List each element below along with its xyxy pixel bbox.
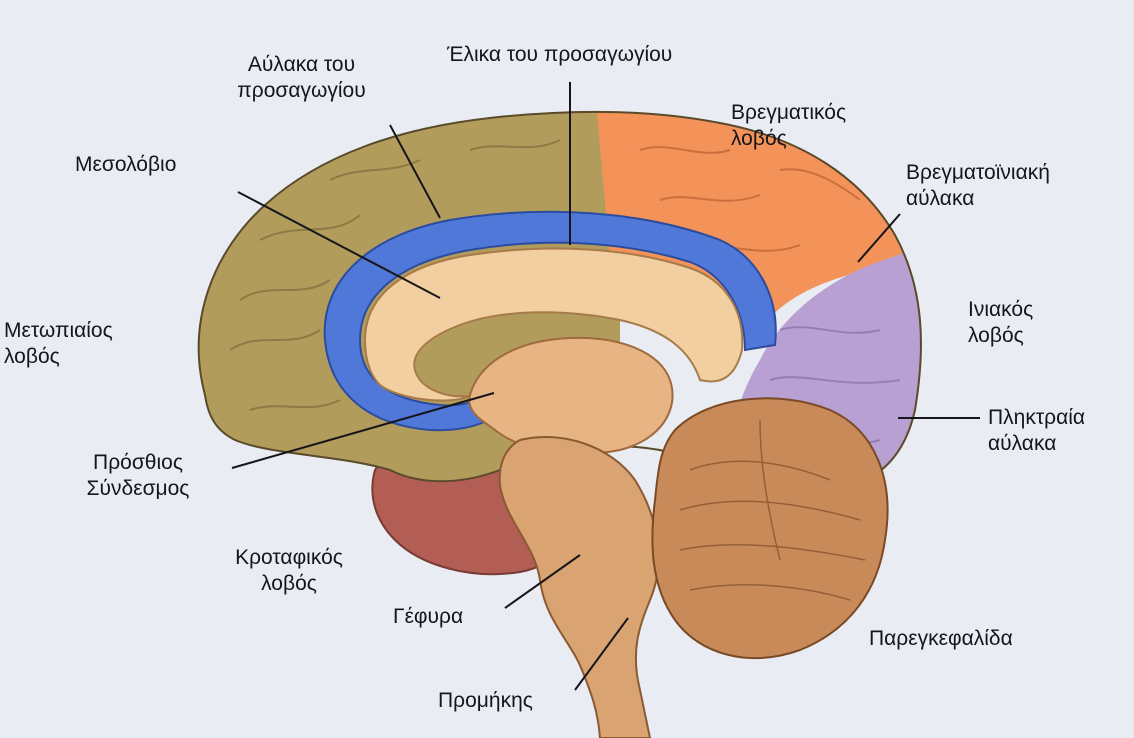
label-temporal-lobe-line2: λοβός [199, 571, 379, 597]
label-cingulate-sulcus-line2: προσαγωγίου [214, 78, 389, 104]
label-anterior-commissure-line1: Πρόσθιος [53, 450, 223, 476]
cerebellum-shape [652, 398, 887, 658]
label-frontal-lobe: Μετωπιαίος λοβός [4, 318, 113, 370]
label-frontal-lobe-line1: Μετωπιαίος [4, 318, 113, 344]
label-occipital-lobe-line1: Ινιακός [968, 297, 1033, 323]
label-occipital-lobe-line2: λοβός [968, 323, 1033, 349]
label-frontal-lobe-line2: λοβός [4, 344, 113, 370]
label-occipital-lobe: Ινιακός λοβός [968, 297, 1033, 349]
label-calcarine-line1: Πληκτραία [988, 405, 1085, 431]
label-cingulate-sulcus: Αύλακα του προσαγωγίου [214, 52, 389, 104]
label-parieto-occipital-line1: Βρεγματοϊνιακή [906, 160, 1050, 186]
label-parieto-occipital-sulcus: Βρεγματοϊνιακή αύλακα [906, 160, 1050, 212]
label-corpus-callosum: Μεσολόβιο [75, 152, 176, 178]
label-parietal-lobe-line2: λοβός [731, 126, 846, 152]
label-temporal-lobe-line1: Κροταφικός [199, 545, 379, 571]
label-parietal-lobe-line1: Βρεγματικός [731, 100, 846, 126]
label-cingulate-sulcus-line1: Αύλακα του [214, 52, 389, 78]
label-cingulate-gyrus: Έλικα του προσαγωγίου [447, 42, 672, 68]
label-calcarine-sulcus: Πληκτραία αύλακα [988, 405, 1085, 457]
label-pons: Γέφυρα [393, 604, 463, 630]
label-parietal-lobe: Βρεγματικός λοβός [731, 100, 846, 152]
label-cerebellum: Παρεγκεφαλίδα [869, 626, 1013, 652]
label-parieto-occipital-line2: αύλακα [906, 186, 1050, 212]
label-medulla: Προμήκης [438, 688, 533, 714]
label-calcarine-line2: αύλακα [988, 431, 1085, 457]
label-anterior-commissure-line2: Σύνδεσμος [53, 476, 223, 502]
label-temporal-lobe: Κροταφικός λοβός [199, 545, 379, 597]
label-anterior-commissure: Πρόσθιος Σύνδεσμος [53, 450, 223, 502]
